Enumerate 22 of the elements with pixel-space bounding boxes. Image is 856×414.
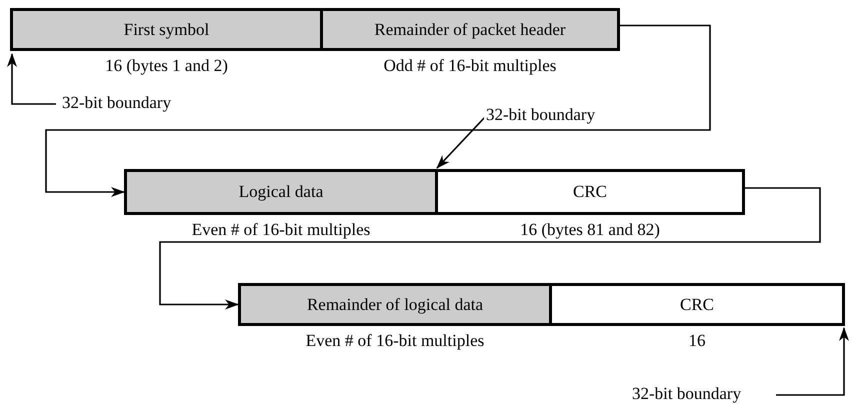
shaded-field-box (124, 169, 438, 215)
shaded-field-box (10, 8, 323, 51)
field-size-label: 16 (bytes 81 and 82) (519, 219, 661, 241)
field-label: Logical data (238, 181, 324, 204)
shaded-field-box (238, 283, 552, 326)
field-label: Remainder of packet header (374, 18, 566, 41)
field-box (549, 283, 845, 326)
field-size-label: Even # of 16-bit multiples (304, 330, 486, 352)
field-size-label: 16 (bytes 1 and 2) (104, 55, 229, 77)
field-label: CRC (680, 294, 714, 316)
field-size-label: 16 (688, 330, 706, 352)
field-label: CRC (572, 181, 608, 204)
connector-arrow (45, 24, 711, 197)
connector-arrow (776, 327, 849, 396)
connector-arrow (7, 53, 56, 105)
shaded-field-box (320, 8, 620, 51)
connector-arrow (159, 187, 821, 310)
field-box (435, 169, 745, 215)
field-label: First symbol (124, 18, 210, 41)
field-label: Remainder of logical data (306, 294, 484, 316)
field-size-label: Even # of 16-bit multiples (190, 219, 372, 241)
field-size-label: Odd # of 16-bit multiples (382, 55, 558, 77)
